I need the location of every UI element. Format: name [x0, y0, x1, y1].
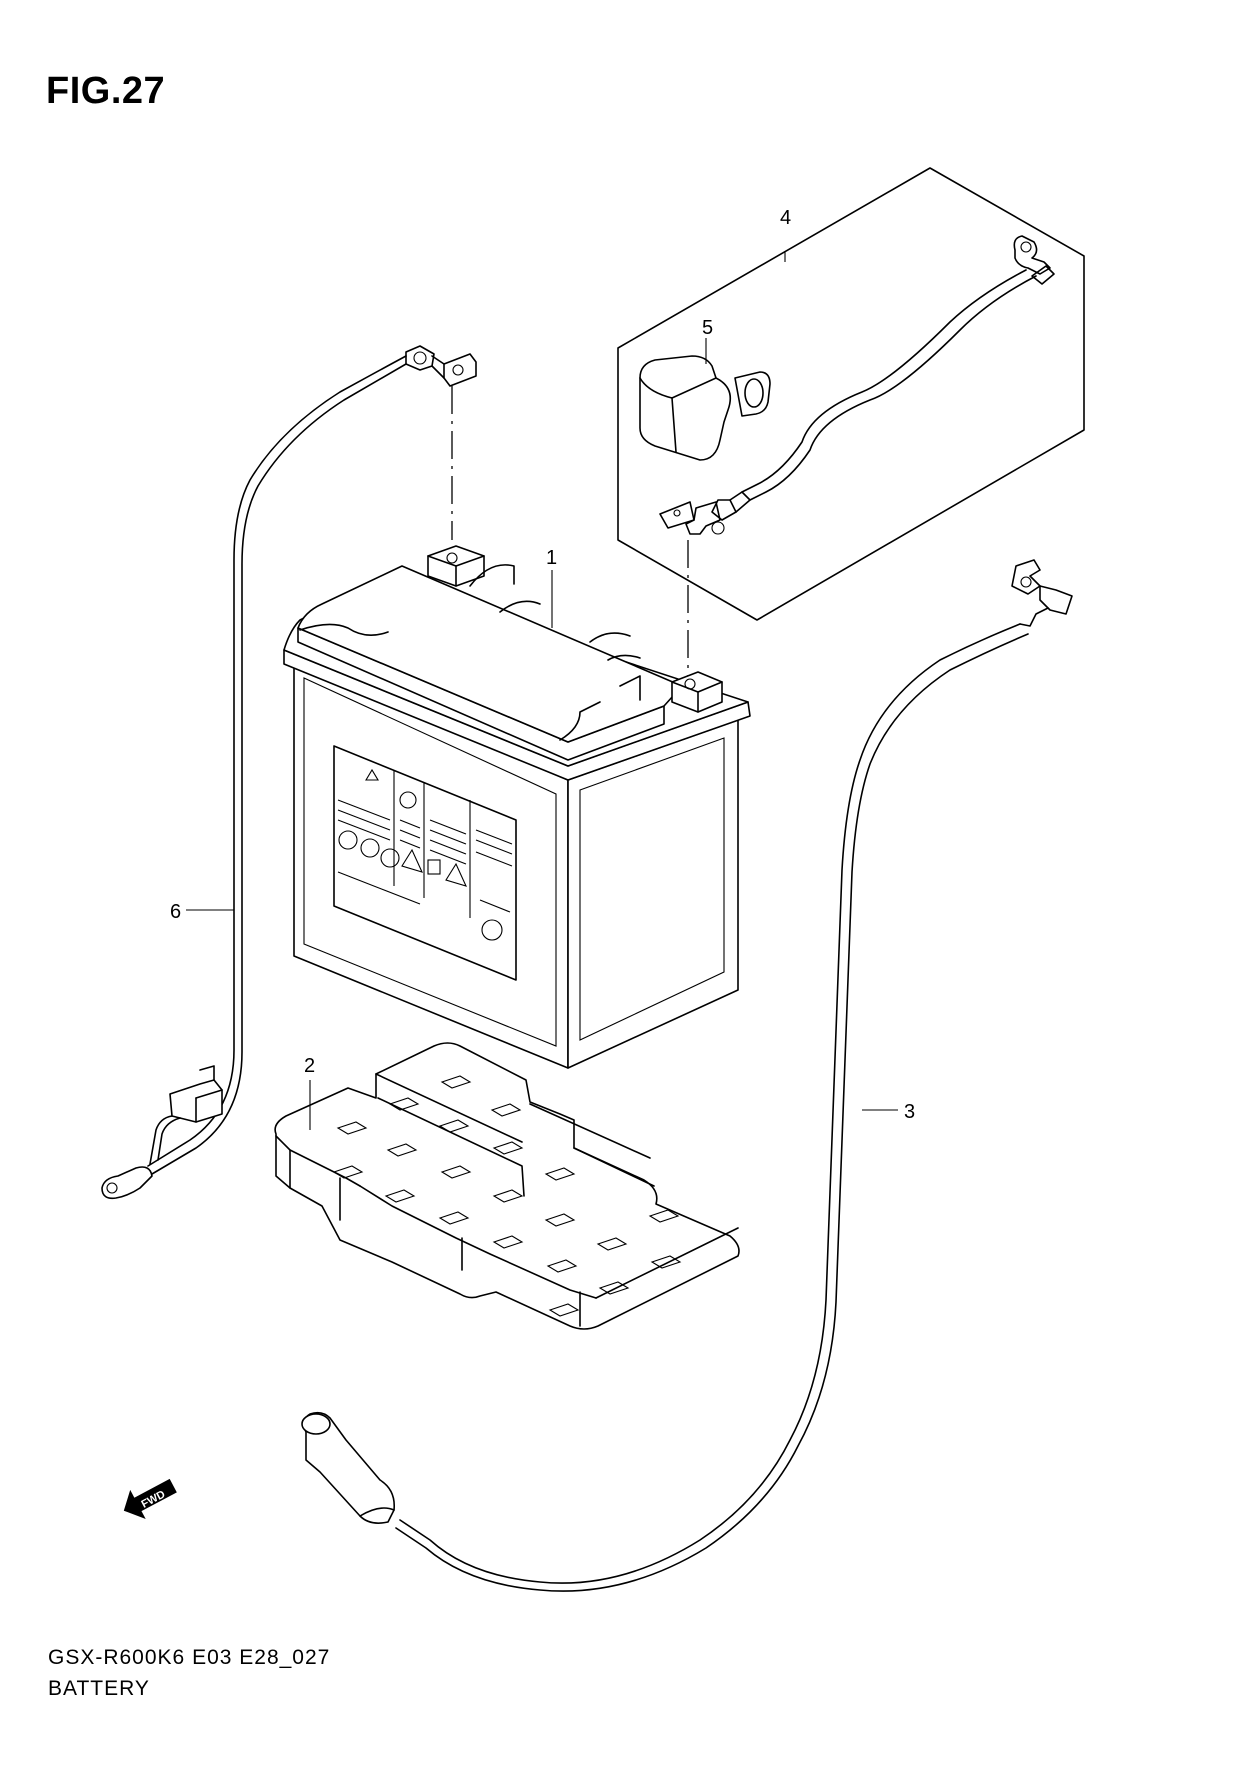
footer-name: BATTERY: [48, 1677, 150, 1700]
forward-badge-label: FWD: [140, 1488, 168, 1510]
callout-3: 3: [904, 1101, 915, 1123]
part-5-terminal-cover: [639, 355, 771, 461]
part-1-battery: [283, 545, 751, 1069]
callout-6: 6: [170, 901, 181, 923]
callout-5: 5: [702, 317, 713, 339]
footer-code: GSX-R600K6 E03 E28_027: [48, 1646, 331, 1669]
callout-4: 4: [780, 207, 791, 229]
part-6-negative-cable: [101, 345, 477, 1200]
callout-1: 1: [546, 547, 557, 569]
part-4-positive-cable: [659, 235, 1055, 690]
forward-arrow-icon: FWD: [123, 1478, 177, 1520]
figure-title: FIG.27: [46, 70, 166, 112]
callout-2: 2: [304, 1055, 315, 1077]
part-2-battery-tray: [274, 1042, 740, 1330]
leader-lines: [186, 338, 898, 1130]
part-3-positive-cable: [301, 559, 1073, 1592]
part-4-cable-kit-box: [617, 167, 1085, 621]
